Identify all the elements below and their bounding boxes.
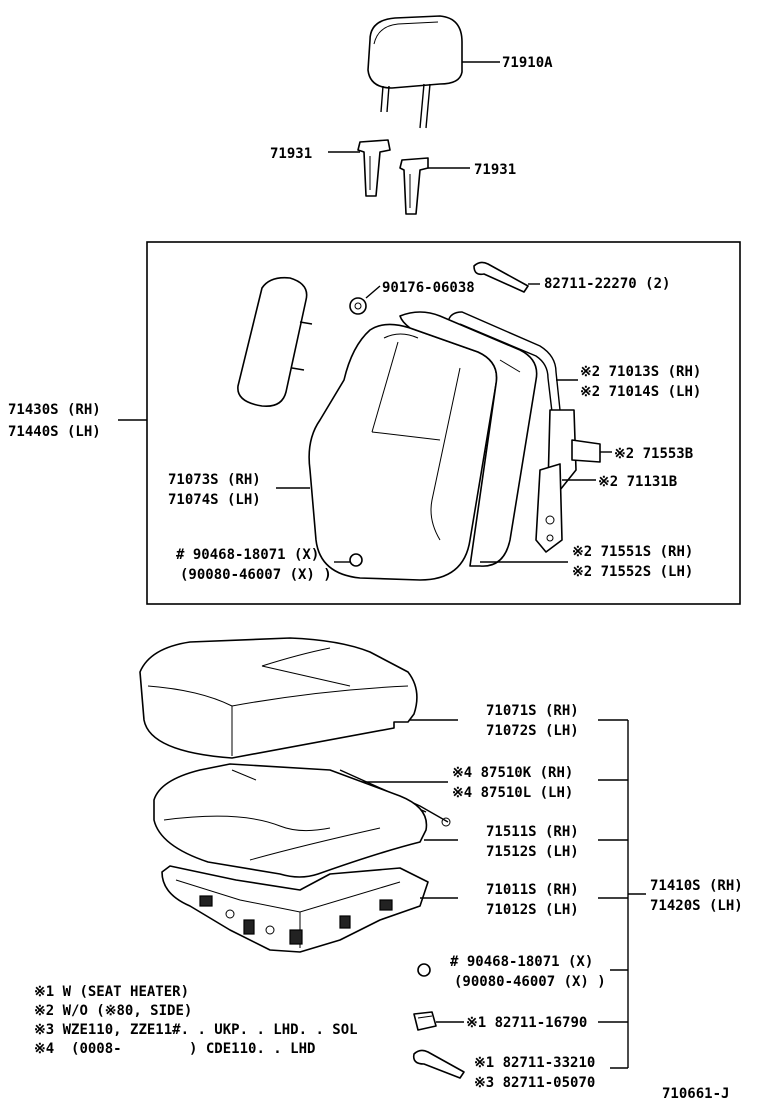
- label-clip-cushion-1: # 90468-18071 (X): [450, 954, 593, 970]
- label-clip-back-2: (90080-46007 (X) ): [180, 567, 332, 583]
- side-pad-illustration: [237, 276, 313, 408]
- label-clip-back-1: # 90468-18071 (X): [176, 547, 319, 563]
- note-4: ※4 (0008- ) CDE110. . LHD: [34, 1041, 315, 1057]
- label-cushion-frame-rh: 71011S (RH): [486, 882, 579, 898]
- label-frame-lh: ※2 71014S (LH): [580, 384, 701, 400]
- cushion-frame-illustration: [161, 865, 429, 953]
- headrest-guide-right-illustration: [399, 157, 429, 215]
- label-cushion-assy-rh: 71410S (RH): [650, 878, 743, 894]
- label-bracket: ※2 71131B: [598, 474, 677, 490]
- label-headrest-guide-right: 71931: [474, 162, 516, 178]
- note-2: ※2 W/O (※80, SIDE): [34, 1003, 192, 1019]
- clip-b-icon: [412, 1049, 465, 1079]
- note-1: ※1 W (SEAT HEATER): [34, 984, 189, 1000]
- label-nut: 90176-06038: [382, 280, 475, 296]
- label-frame-rh: ※2 71013S (RH): [580, 364, 701, 380]
- note-3: ※3 WZE110, ZZE11#. . UKP. . LHD. . SOL: [34, 1022, 358, 1038]
- label-cushion-frame-lh: 71012S (LH): [486, 902, 579, 918]
- label-heater-lh: ※4 87510L (LH): [452, 785, 573, 801]
- label-headrest: 71910A: [502, 55, 553, 71]
- clip-a-icon: [413, 1011, 437, 1031]
- label-clip-b: ※1 82711-33210: [474, 1055, 595, 1071]
- headrest-illustration: [367, 15, 463, 129]
- label-cushion-assy-lh: 71420S (LH): [650, 898, 743, 914]
- label-headrest-guide-left: 71931: [270, 146, 312, 162]
- clip-cushion-icon: [417, 963, 431, 977]
- label-back-cover-rh: 71073S (RH): [168, 472, 261, 488]
- label-back-cover-lh: 71074S (LH): [168, 492, 261, 508]
- diagram-id: 710661-J: [662, 1086, 729, 1102]
- hook-illustration: [473, 261, 529, 293]
- nut-illustration: [349, 297, 367, 315]
- label-cushion-pad-rh: 71511S (RH): [486, 824, 579, 840]
- label-clip-a: ※1 82711-16790: [466, 1015, 587, 1031]
- seat-back-cover-illustration: [308, 323, 498, 581]
- clip-back-icon: [349, 553, 363, 567]
- headrest-guide-left-illustration: [357, 139, 391, 197]
- seat-back-frame-illustration: [447, 311, 601, 553]
- label-clip-c: ※3 82711-05070: [474, 1075, 595, 1091]
- label-clip-cushion-2: (90080-46007 (X) ): [454, 974, 606, 990]
- label-cushion-cover-lh: 71072S (LH): [486, 723, 579, 739]
- cushion-cover-illustration: [139, 637, 418, 759]
- label-back-pad-rh: ※2 71551S (RH): [572, 544, 693, 560]
- label-pipe: ※2 71553B: [614, 446, 693, 462]
- seat-back-group-box: [146, 241, 741, 605]
- label-heater-rh: ※4 87510K (RH): [452, 765, 573, 781]
- label-back-assy-rh: 71430S (RH): [8, 402, 101, 418]
- label-back-pad-lh: ※2 71552S (LH): [572, 564, 693, 580]
- label-back-assy-lh: 71440S (LH): [8, 424, 101, 440]
- label-cushion-cover-rh: 71071S (RH): [486, 703, 579, 719]
- label-hook-top: 82711-22270 (2): [544, 276, 670, 292]
- label-cushion-pad-lh: 71512S (LH): [486, 844, 579, 860]
- cushion-pad-illustration: [153, 763, 428, 878]
